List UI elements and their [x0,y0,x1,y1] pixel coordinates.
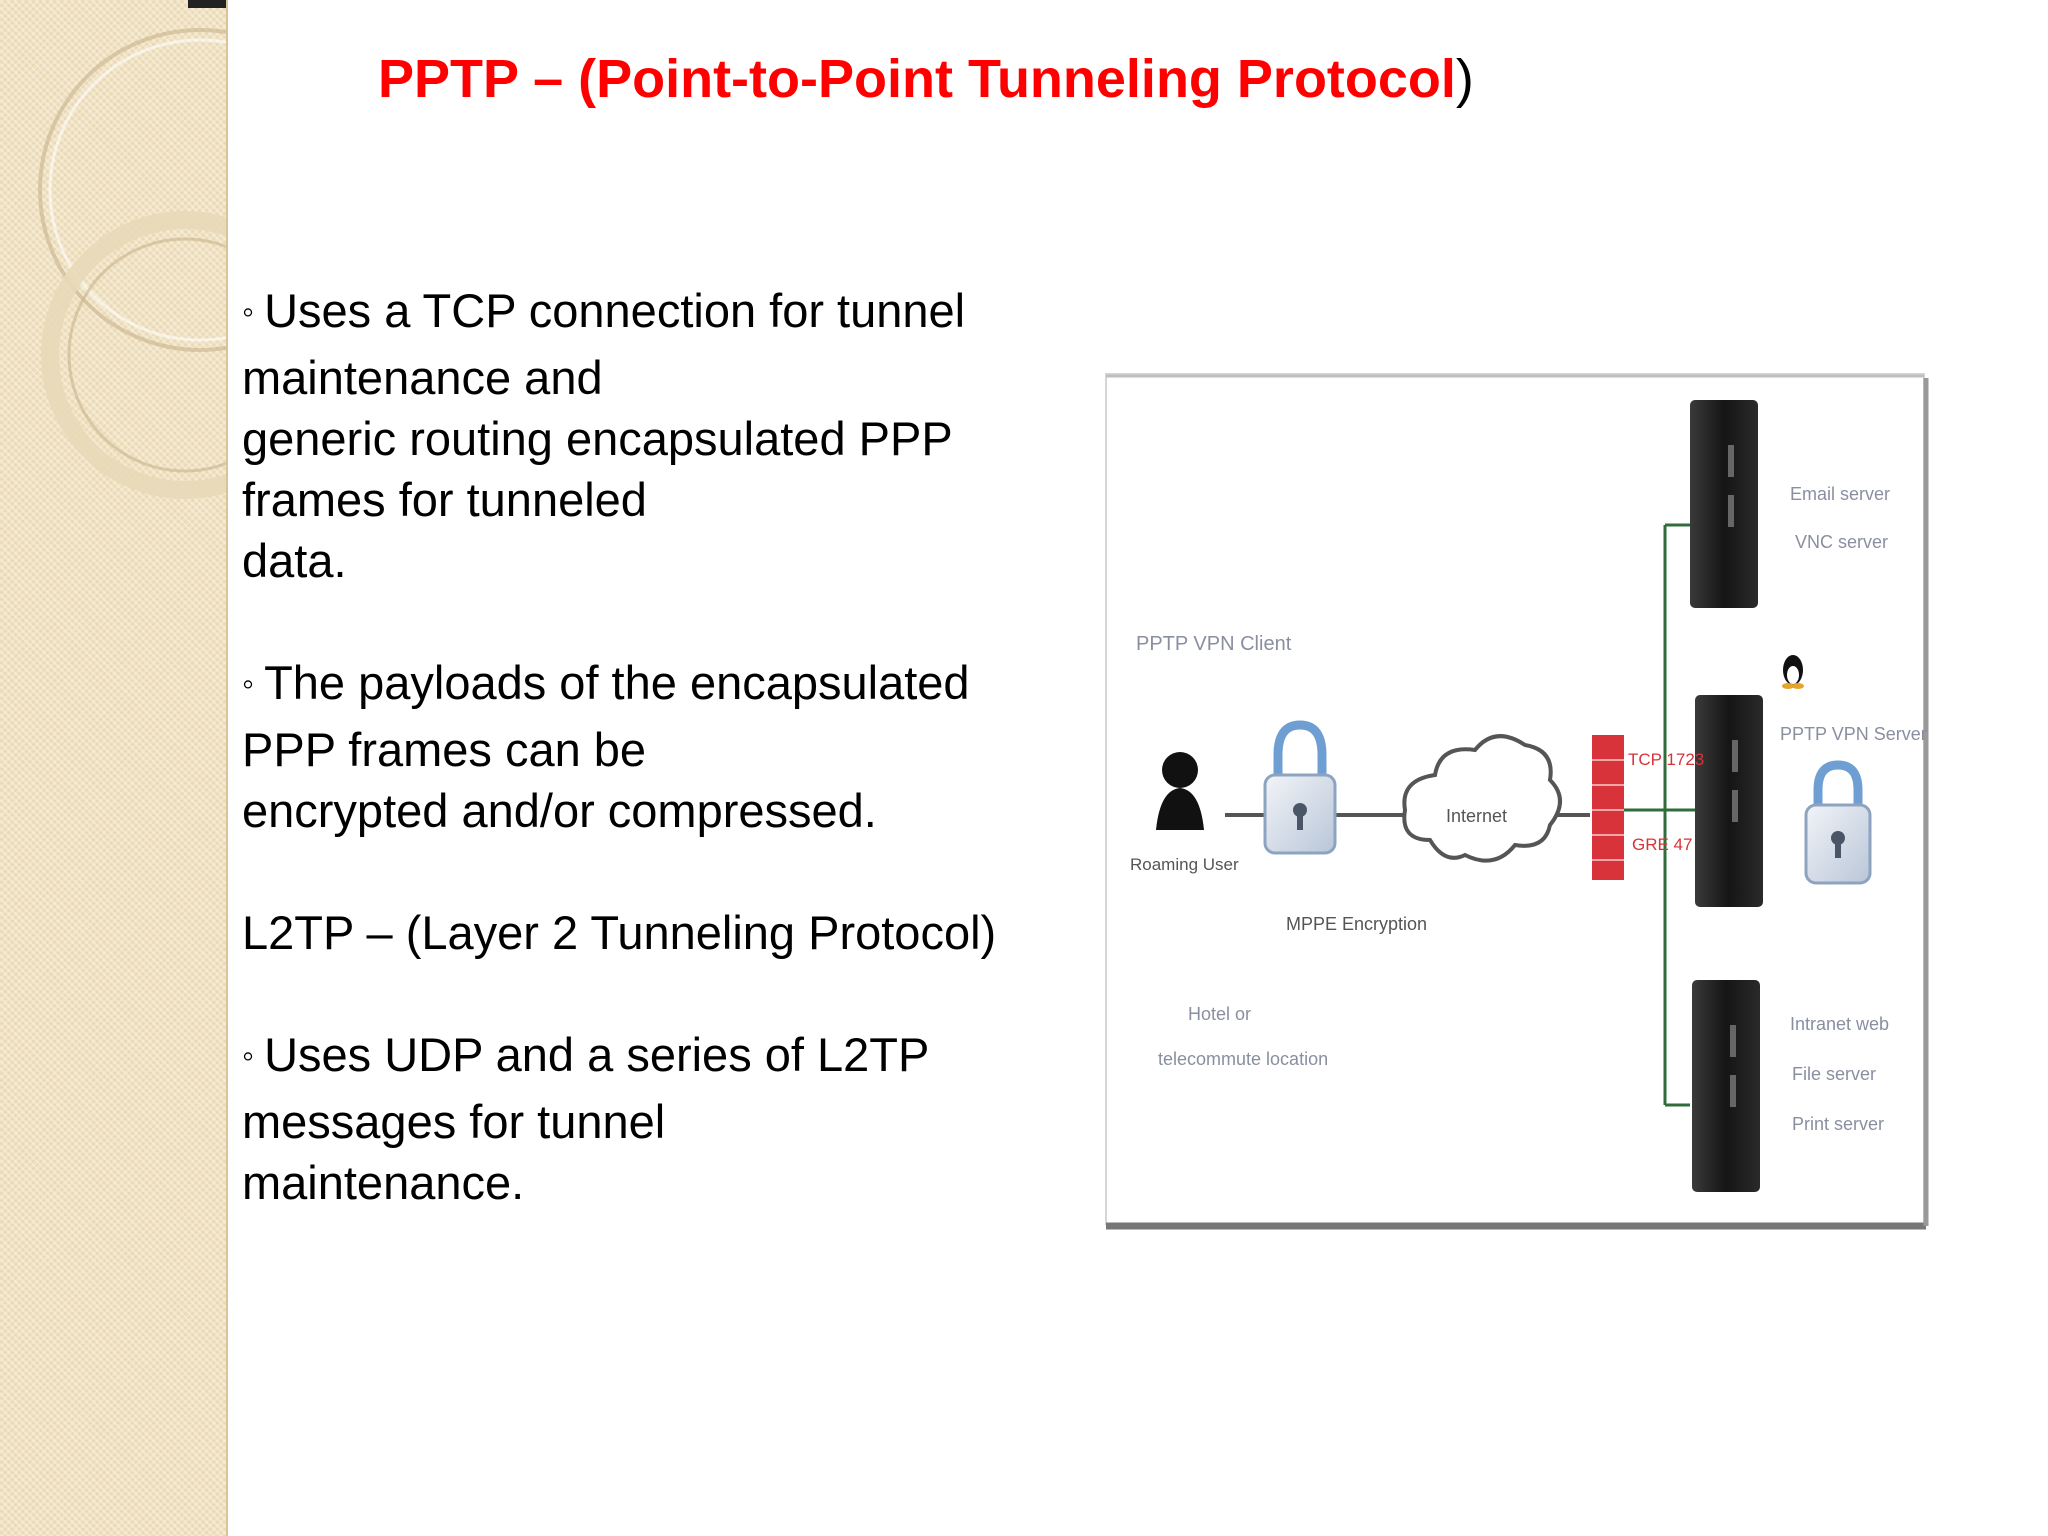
bullet-line: ◦Uses UDP and a series of L2TP [242,1024,1082,1091]
bullet-line: maintenance and [242,351,603,404]
server-top-icon [1690,400,1758,608]
l2tp-bullet-1: ◦Uses UDP and a series of L2TP messages … [242,1024,1082,1213]
mppe-lock-icon [1263,720,1337,855]
cloud-label: Internet [1446,806,1507,826]
server-mid-label: PPTP VPN Server [1780,724,1927,744]
pptp-bullet-2: ◦The payloads of the encapsulated PPP fr… [242,652,1082,841]
roaming-user-icon [1156,752,1204,830]
bullet-line: PPP frames can be [242,723,647,776]
bullet-text: Uses a TCP connection for tunnel [264,284,966,337]
spacer [242,841,1082,902]
slide-body: ◦Uses a TCP connection for tunnel mainte… [242,280,1082,1213]
server-bottom-label-3: Print server [1792,1114,1884,1134]
server-top-label-2: VNC server [1795,532,1888,552]
firewall-icon [1592,735,1624,880]
client-label: PPTP VPN Client [1136,633,1292,655]
corner-mark [188,0,226,8]
decorative-sidebar [0,0,228,1536]
bullet-icon: ◦ [242,293,255,331]
pptp-network-diagram: PPTP VPN Client Roaming User MPPE Encryp… [1100,370,1930,1250]
bullet-icon: ◦ [242,1037,255,1075]
diagram-frame [1105,373,1925,1225]
bullet-line: ◦Uses a TCP connection for tunnel [242,280,1082,347]
bullet-text: The payloads of the encapsulated [264,656,970,709]
decorative-rings [38,28,226,499]
l2tp-heading: L2TP – (Layer 2 Tunneling Protocol) [242,906,997,959]
spacer [242,591,1082,652]
bullet-text: Uses UDP and a series of L2TP [264,1028,930,1081]
bullet-line: ◦The payloads of the encapsulated [242,652,1082,719]
diagram-svg: PPTP VPN Client Roaming User MPPE Encryp… [1105,373,1929,1230]
location-label-1: Hotel or [1188,1004,1251,1024]
user-label: Roaming User [1130,855,1239,874]
server-bottom-label-1: Intranet web [1790,1014,1889,1034]
title-close-paren: ) [1455,49,1474,109]
bullet-line: frames for tunneled [242,473,647,526]
port-label-2: GRE 47 [1632,835,1692,854]
bullet-line: maintenance. [242,1156,525,1209]
location-label-2: telecommute location [1158,1049,1328,1069]
bullet-icon: ◦ [242,665,255,703]
server-bottom-label-2: File server [1792,1064,1876,1084]
bullet-line: data. [242,534,347,587]
internet-cloud-icon [1402,734,1562,863]
bullet-line: encrypted and/or compressed. [242,784,877,837]
title-main: PPTP – (Point-to-Point Tunneling Protoco… [378,49,1456,109]
bullet-line: generic routing encapsulated PPP [242,412,953,465]
server-top-label-1: Email server [1790,484,1890,504]
server-mid-icon [1695,695,1763,907]
bullet-line: messages for tunnel [242,1095,666,1148]
spacer [242,963,1082,1024]
linux-penguin-icon [1782,655,1804,689]
port-label-1: TCP 1723 [1628,750,1704,769]
server-lock-icon [1804,760,1872,885]
l2tp-heading-block: L2TP – (Layer 2 Tunneling Protocol) [242,902,1082,963]
server-bottom-icon [1692,980,1760,1192]
encryption-label: MPPE Encryption [1286,914,1427,934]
pptp-bullet-1: ◦Uses a TCP connection for tunnel mainte… [242,280,1082,591]
slide-title: PPTP – (Point-to-Point Tunneling Protoco… [378,48,1678,110]
